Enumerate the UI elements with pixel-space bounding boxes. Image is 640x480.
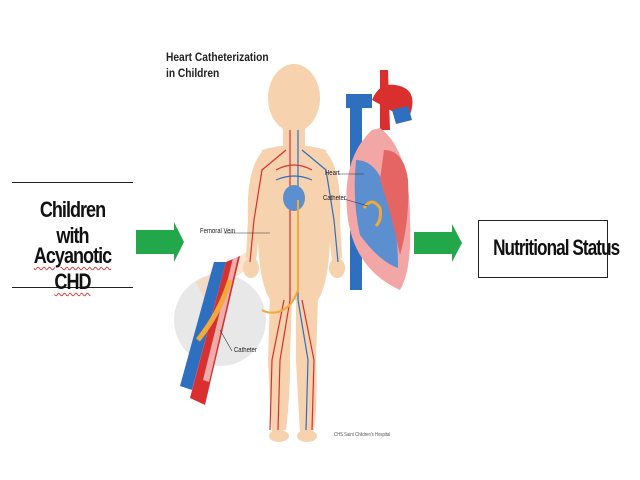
arrow-left (136, 222, 184, 262)
label-femoral-vein: Femoral Vein (200, 228, 236, 235)
heart-diagram (346, 70, 413, 290)
label-heart: Heart (325, 170, 340, 177)
output-box: Nutritional Status (478, 220, 620, 278)
arrow-right (414, 224, 462, 262)
figure-title-line1: Heart Catheterization (166, 50, 269, 64)
zoom-inset (174, 250, 266, 405)
input-box: Children with Acyanotic CHD (12, 182, 133, 294)
child-body (243, 64, 345, 442)
input-line1: Children with (39, 197, 106, 248)
input-line2-text: Acyanotic CHD (33, 243, 112, 294)
catheter-path (261, 200, 299, 314)
label-catheter-leg: Catheter (234, 347, 257, 354)
figure-title: Heart Catheterization in Children (166, 49, 269, 81)
output-text: Nutritional Status (493, 235, 620, 260)
vessels (249, 130, 339, 431)
input-line2: Acyanotic CHD (23, 243, 122, 295)
body-heart (283, 185, 305, 211)
figure-title-line2: in Children (166, 66, 220, 80)
image-credit: CHS Saint Children's Hospital (334, 432, 391, 438)
label-catheter-heart: Catheter (323, 195, 346, 202)
